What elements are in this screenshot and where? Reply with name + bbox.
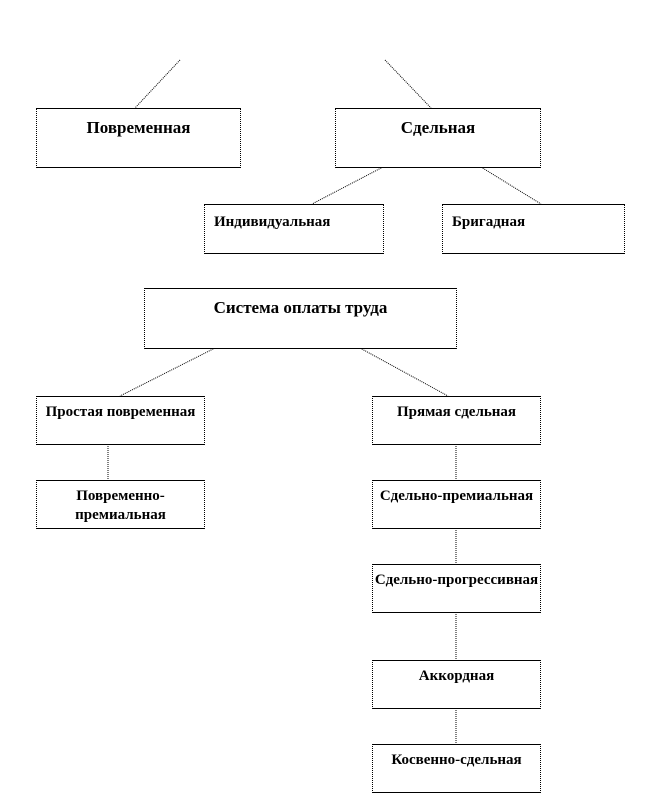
node-root: Система оплаты труда — [144, 288, 457, 349]
connector — [311, 166, 384, 205]
node-simple-time: Простая повременная — [36, 396, 205, 445]
connector — [359, 347, 449, 397]
node-piece-progressive: Сдельно-прогрессивная — [372, 564, 541, 613]
node-timebased: Повременная — [36, 108, 241, 168]
node-team: Бригадная — [442, 204, 625, 254]
connector — [384, 59, 432, 109]
node-lump-sum: Аккордная — [372, 660, 541, 709]
connector — [119, 347, 216, 397]
node-individual: Индивидуальная — [204, 204, 384, 254]
node-time-bonus: Повременно-премиальная — [36, 480, 205, 529]
node-direct-piece: Прямая сдельная — [372, 396, 541, 445]
node-piece: Сдельная — [335, 108, 541, 168]
connector — [480, 166, 542, 205]
connector — [134, 59, 181, 109]
node-indirect-piece: Косвенно-сдельная — [372, 744, 541, 793]
node-piece-bonus: Сдельно-премиальная — [372, 480, 541, 529]
